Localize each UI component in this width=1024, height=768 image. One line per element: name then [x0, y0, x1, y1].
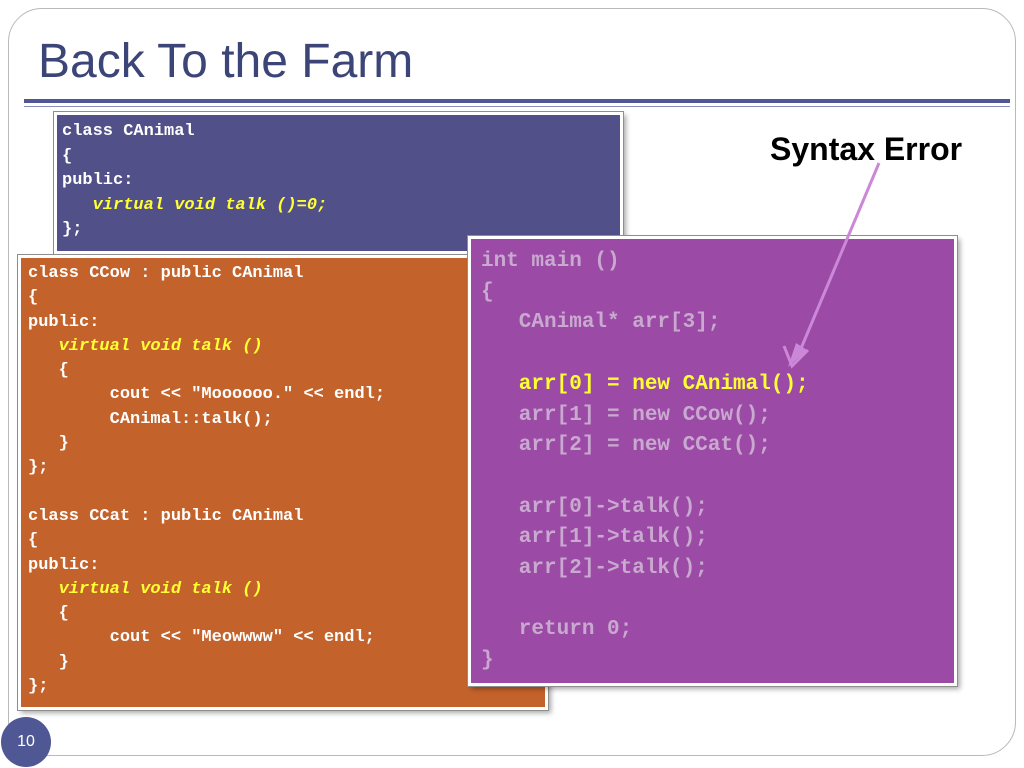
code-line: } — [481, 649, 494, 673]
code-line: public: — [28, 555, 100, 575]
code-line: } — [28, 434, 69, 454]
arrow-shaft — [795, 162, 881, 359]
code-line-error: arr[0] = new CAnimal(); — [481, 372, 809, 396]
code-line: class CAnimal — [62, 122, 195, 141]
code-line: } — [28, 652, 69, 672]
code-line: }; — [28, 458, 49, 478]
code-line: arr[0]->talk(); — [481, 495, 708, 519]
code-line: { — [481, 280, 494, 304]
title-underline — [24, 99, 1010, 103]
code-line: arr[1]->talk(); — [481, 526, 708, 550]
slide-title: Back To the Farm — [38, 35, 414, 88]
code-line: cout << "Meowwww" << endl; — [28, 628, 375, 648]
code-line-highlighted: virtual void talk () — [28, 336, 263, 356]
code-line: }; — [28, 677, 49, 697]
ccow-ccat-code-box: class CCow : public CAnimal { public: vi… — [17, 254, 549, 711]
page-number-badge: 10 — [1, 717, 51, 767]
code-line: { — [28, 531, 39, 551]
syntax-error-callout: Syntax Error — [770, 131, 963, 167]
code-line: { — [28, 604, 69, 624]
code-line: int main () — [481, 250, 620, 273]
code-line: arr[2] = new CCat(); — [481, 434, 771, 458]
code-line: CAnimal::talk(); — [28, 409, 273, 429]
code-line: cout << "Moooooo." << endl; — [28, 385, 386, 405]
code-line: class CCow : public CAnimal — [28, 264, 304, 283]
arrow-head-outline — [782, 345, 810, 369]
code-line: { — [28, 361, 69, 381]
code-line: public: — [62, 171, 134, 190]
code-line-highlighted: virtual void talk () — [28, 579, 263, 599]
code-line: arr[1] = new CCow(); — [481, 403, 771, 427]
canimal-code: class CAnimal { public: virtual void tal… — [62, 120, 327, 243]
code-line-highlighted: virtual void talk ()=0; — [62, 195, 328, 215]
code-line: { — [28, 288, 39, 308]
arrow-head — [788, 343, 807, 367]
code-line: CAnimal* arr[3]; — [481, 311, 721, 335]
code-line: return 0; — [481, 618, 633, 642]
main-code: int main () { CAnimal* arr[3]; arr[0] = … — [481, 247, 809, 677]
code-line: class CCat : public CAnimal — [28, 506, 304, 526]
code-line: { — [62, 146, 73, 166]
canimal-code-box: class CAnimal { public: virtual void tal… — [53, 111, 624, 255]
title-underline-thin — [24, 106, 1010, 107]
code-line: arr[2]->talk(); — [481, 557, 708, 581]
code-line: }; — [62, 220, 83, 239]
main-code-box: int main () { CAnimal* arr[3]; arr[0] = … — [467, 235, 958, 687]
ccow-ccat-code: class CCow : public CAnimal { public: vi… — [28, 262, 385, 699]
code-line: public: — [28, 312, 100, 332]
